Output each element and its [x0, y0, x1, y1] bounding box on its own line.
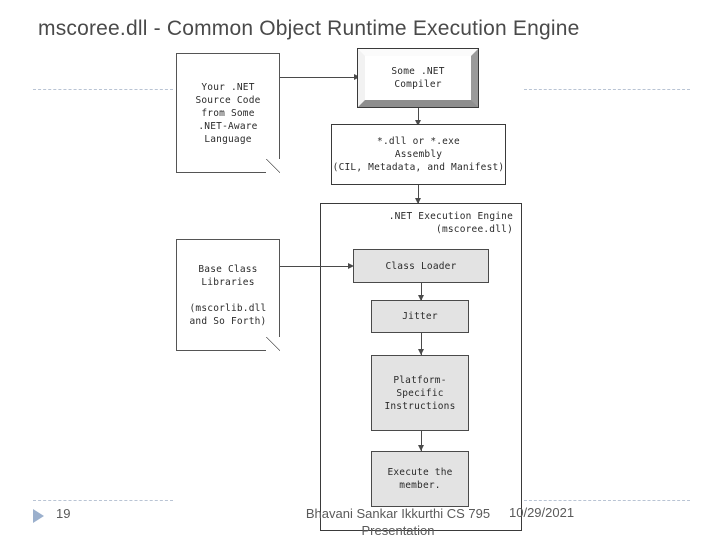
arrowhead-platform-to-execute	[418, 445, 424, 451]
arrowhead-class-loader-to-jitter	[418, 295, 424, 301]
diagram-node-jitter-label: Jitter	[402, 311, 438, 322]
diagram-node-assembly-label: *.dll or *.exe Assembly (CIL, Metadata, …	[332, 136, 505, 173]
diagram-node-execution-engine: .NET Execution Engine (mscoree.dll)	[320, 203, 522, 531]
diagram-node-class-loader: Class Loader	[353, 249, 489, 283]
arrowhead-jitter-to-platform	[418, 349, 424, 355]
diagram-node-platform-specific-instructions: Platform- Specific Instructions	[371, 355, 469, 431]
diagram-node-platform-specific-instructions-label: Platform- Specific Instructions	[384, 374, 456, 412]
diagram-node-execution-engine-label: .NET Execution Engine (mscoree.dll)	[388, 211, 513, 235]
page-fold-corner-icon	[266, 159, 280, 173]
slide-number-triangle-icon	[33, 509, 44, 523]
page-fold-corner-icon	[266, 337, 280, 351]
page-title: mscoree.dll - Common Object Runtime Exec…	[38, 17, 580, 40]
diagram-node-compiler-label: Some .NET Compiler	[391, 66, 445, 90]
diagram-node-assembly: *.dll or *.exe Assembly (CIL, Metadata, …	[331, 124, 506, 185]
footer-date: 10/29/2021	[509, 505, 575, 520]
decorative-dashed-rule-bottom-right	[524, 500, 690, 501]
arrowhead-bcl-to-class-loader	[348, 263, 354, 269]
connector-assembly-to-engine	[418, 185, 419, 203]
connector-bcl-to-class-loader	[280, 266, 348, 267]
diagram-node-jitter: Jitter	[371, 300, 469, 333]
connector-compiler-to-assembly	[418, 108, 419, 124]
connector-jitter-to-platform	[421, 333, 422, 355]
footer-presenter-text: Bhavani Sankar Ikkurthi CS 795 Presentat…	[305, 506, 491, 538]
arrowhead-compiler-to-assembly	[415, 120, 421, 126]
diagram-node-compiler-outline	[357, 48, 479, 108]
diagram-node-source-code: Your .NET Source Code from Some .NET-Awa…	[176, 53, 280, 173]
decorative-dashed-rule-top-left	[33, 89, 173, 90]
slide-number: 19	[56, 506, 71, 521]
diagram-node-class-loader-label: Class Loader	[385, 260, 457, 272]
connector-platform-to-execute	[421, 431, 422, 451]
diagram-node-base-class-libraries-label: Base Class Libraries (mscorlib.dll and S…	[189, 263, 267, 327]
diagram-node-compiler: Some .NET Compiler	[357, 48, 479, 108]
diagram-node-base-class-libraries: Base Class Libraries (mscorlib.dll and S…	[176, 239, 280, 351]
connector-class-loader-to-jitter	[421, 283, 422, 300]
diagram-node-execute-member: Execute the member.	[371, 451, 469, 507]
connector-source-to-compiler	[280, 77, 354, 78]
decorative-dashed-rule-top-right	[524, 89, 690, 90]
decorative-dashed-rule-bottom-left	[33, 500, 173, 501]
arrowhead-assembly-to-engine	[415, 198, 421, 204]
diagram-node-execute-member-label: Execute the member.	[387, 467, 453, 491]
diagram-node-source-code-label: Your .NET Source Code from Some .NET-Awa…	[195, 81, 261, 145]
